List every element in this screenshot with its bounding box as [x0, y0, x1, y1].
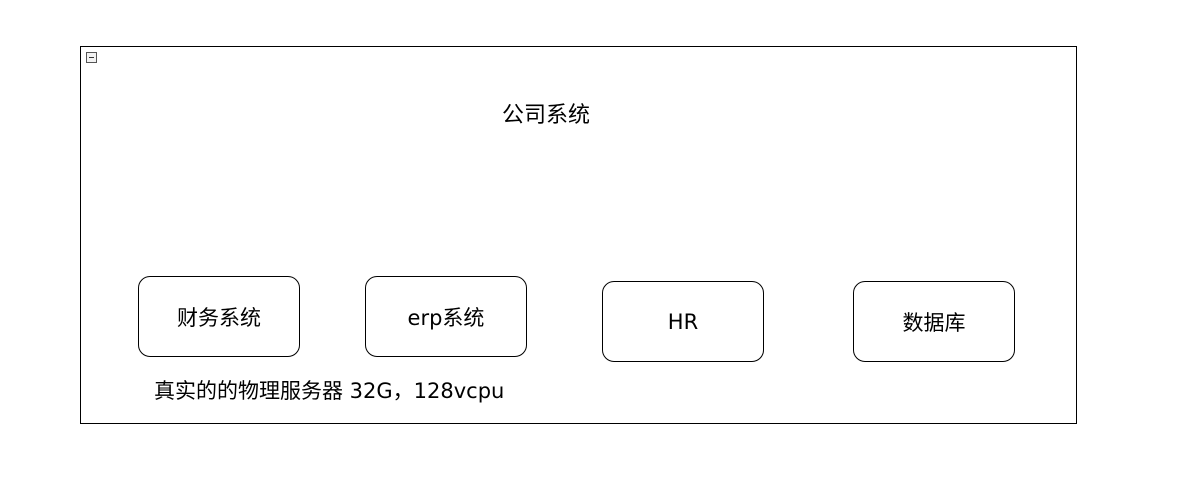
container-title: 公司系统: [501, 103, 590, 128]
collapse-icon[interactable]: [86, 52, 97, 63]
node-label: HR: [667, 309, 699, 334]
hr-node[interactable]: HR: [602, 281, 764, 362]
erp-system-node[interactable]: erp系统: [365, 276, 527, 357]
company-system-container[interactable]: 公司系统 财务系统 erp系统 HR 数据库 真实的的物理服务器 32G，128…: [80, 46, 1077, 424]
node-label: erp系统: [407, 305, 485, 330]
node-label: 数据库: [902, 310, 966, 335]
server-caption: 真实的的物理服务器 32G，128vcpu: [154, 379, 505, 403]
node-label: 财务系统: [177, 305, 261, 330]
finance-system-node[interactable]: 财务系统: [138, 276, 300, 357]
database-node[interactable]: 数据库: [853, 281, 1015, 362]
